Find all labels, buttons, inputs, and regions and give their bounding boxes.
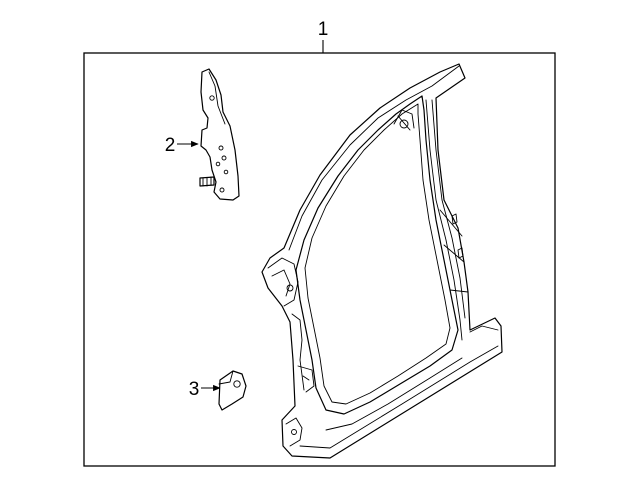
hinge-reinforcement-part bbox=[199, 68, 240, 201]
callout-1-label: 1 bbox=[318, 19, 329, 40]
side-aperture-part bbox=[261, 63, 503, 459]
callout-3-label: 3 bbox=[189, 379, 200, 400]
mounting-bracket-part bbox=[218, 370, 247, 411]
callout-2-label: 2 bbox=[165, 135, 176, 156]
diagram-frame bbox=[83, 52, 556, 467]
